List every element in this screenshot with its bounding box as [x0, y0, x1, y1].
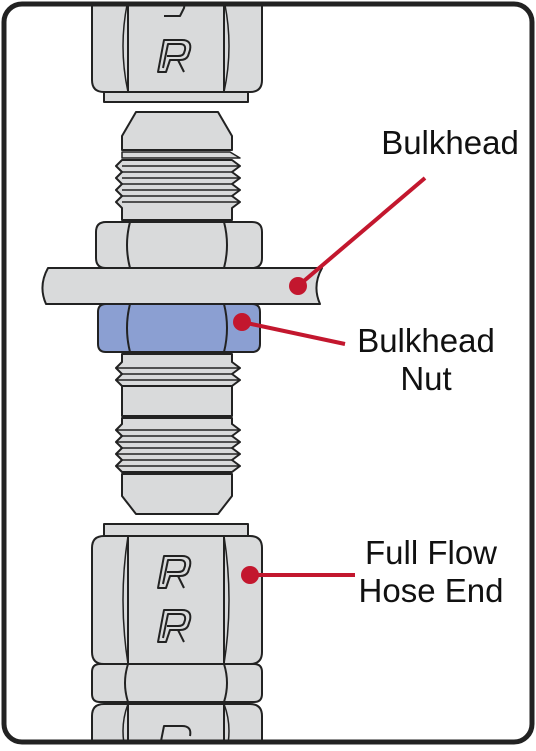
logo-r-icon [160, 4, 186, 17]
hose-end-callout [241, 566, 355, 584]
lower-threaded-body [115, 353, 241, 515]
bottom-hose-nut [91, 703, 263, 742]
lower-hose-nut [91, 523, 263, 665]
bulkhead-panel [4, 267, 323, 310]
hose-end-label-line1: Full Flow [365, 534, 497, 571]
bulkhead-callout [289, 176, 427, 295]
bulkhead-nut-label-line2: Nut [400, 360, 451, 397]
top-hose-nut [91, 4, 263, 103]
hose-end-label-line2: Hose End [359, 572, 504, 609]
logo-r-icon [157, 555, 192, 589]
logo-r-icon [157, 609, 192, 643]
bulkhead-nut [97, 303, 261, 353]
lower-small-hex [91, 663, 263, 703]
bulkhead-nut-label-line1: Bulkhead [357, 322, 495, 359]
upper-flare-fitting [115, 111, 241, 221]
bulkhead-label: Bulkhead [381, 124, 519, 161]
logo-r-icon [157, 39, 192, 73]
bulkhead-nut-callout [233, 313, 346, 346]
upper-hex [95, 221, 263, 269]
